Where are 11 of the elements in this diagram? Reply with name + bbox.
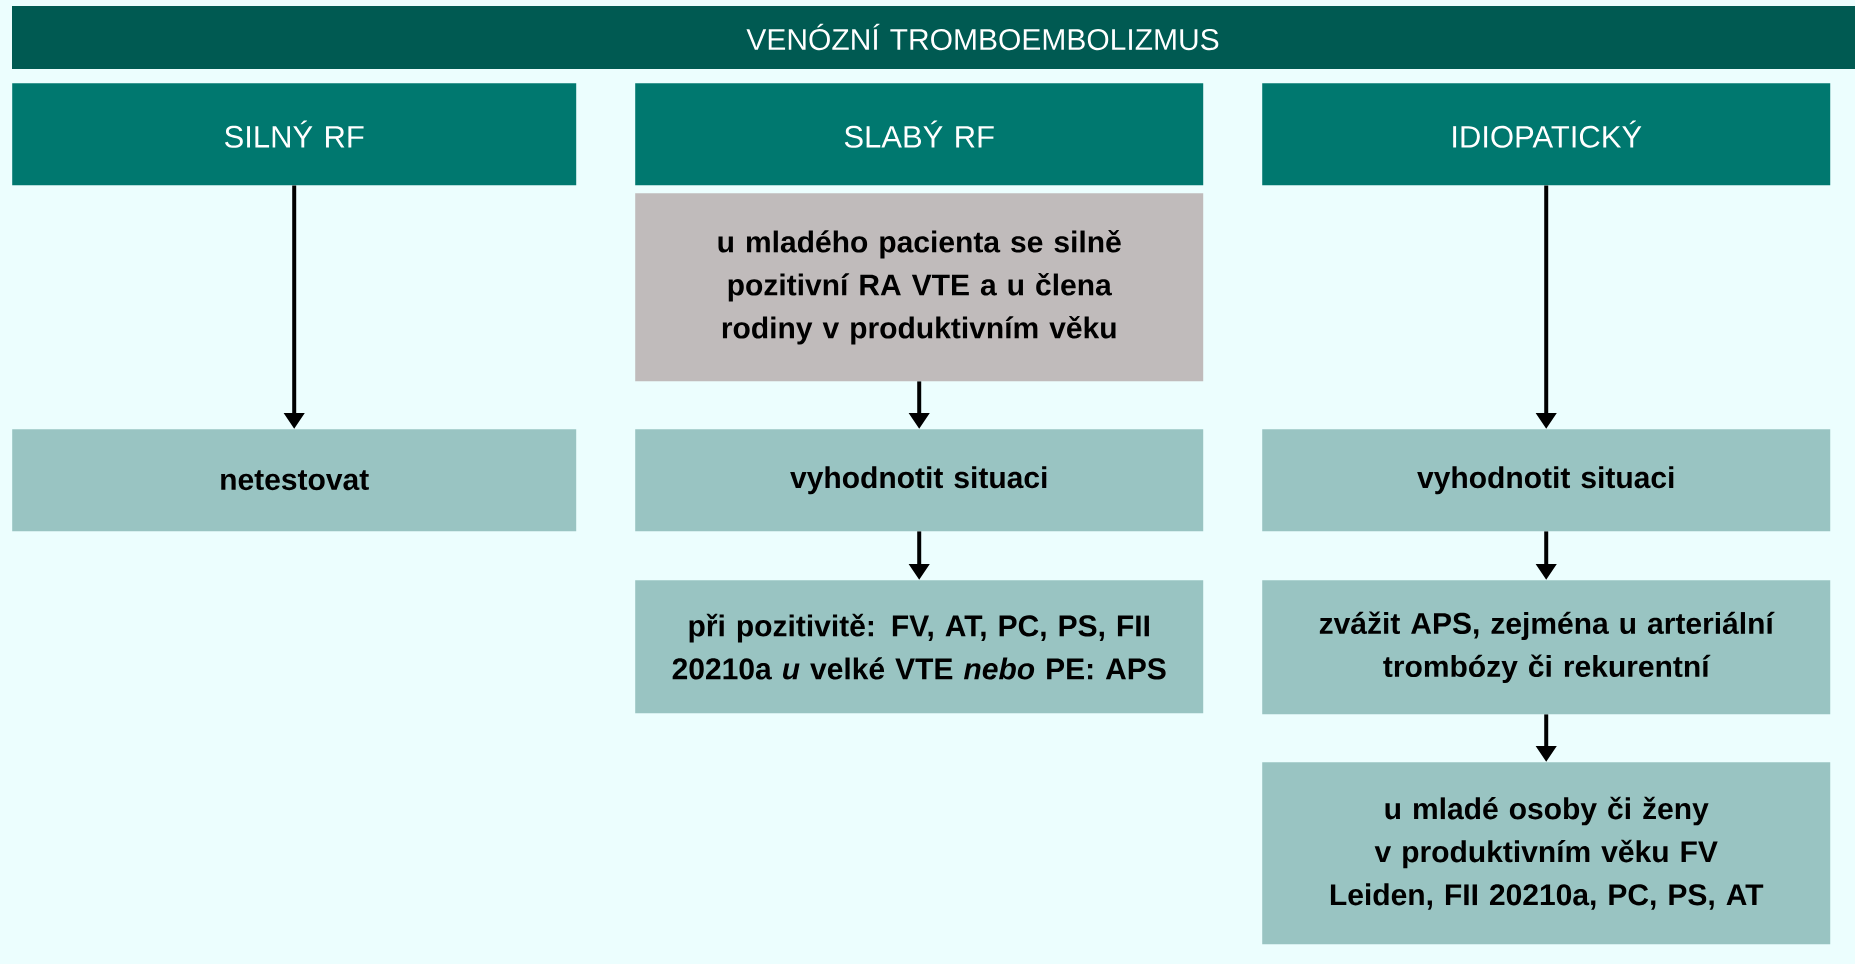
process-box: při pozitivitě: FV, AT, PC, PS, FII 20210a u velké VTE nebo PE: APS [635, 580, 1204, 714]
process-box: vyhodnotit situaci [635, 429, 1204, 532]
process-box: u mladé osoby či ženy v produktivním věku FV Leiden, FII 20210a, PC, PS, AT [1262, 762, 1831, 945]
process-box: netestovat [12, 429, 577, 532]
process-box: zvážit APS, zejména u arteriální trombózy či rekurentní [1262, 580, 1831, 715]
title-band: VENÓZNÍ TROMBOEMBOLIZMUS [12, 6, 1855, 69]
process-box: vyhodnotit situaci [1262, 429, 1831, 532]
column-header: IDIOPATICKÝ [1262, 83, 1831, 186]
column-header: SLABÝ RF [635, 83, 1204, 186]
note-box: u mladého pacienta se silně pozitivní RA VTE a u člena rodiny v produktivním věku [635, 193, 1204, 382]
column-header: SILNÝ RF [12, 83, 577, 186]
